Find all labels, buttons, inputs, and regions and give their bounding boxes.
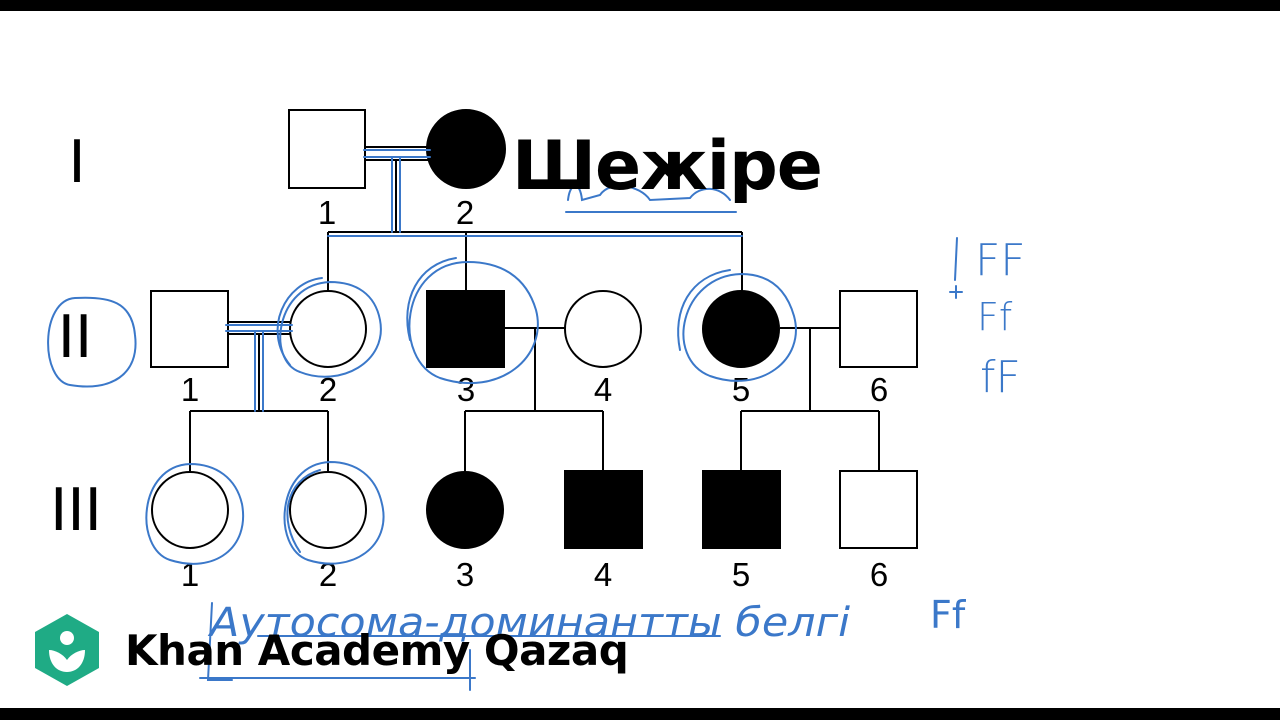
individual-I-1 <box>288 109 366 189</box>
individual-III-1 <box>151 471 229 549</box>
individual-III-5 <box>702 470 781 549</box>
label-II-2: 2 <box>319 371 337 408</box>
genotype-note-3: fF <box>980 352 1021 403</box>
individual-II-5 <box>702 290 780 368</box>
label-II-4: 4 <box>594 371 612 408</box>
label-II-5: 5 <box>732 371 750 408</box>
individual-III-4 <box>564 470 643 549</box>
genotype-note-2: Ff <box>977 295 1013 339</box>
label-I-1: 1 <box>318 194 336 231</box>
label-III-4: 4 <box>594 556 612 593</box>
individual-II-6 <box>839 290 918 368</box>
individual-III-3 <box>426 471 504 549</box>
label-III-2: 2 <box>319 556 337 593</box>
pedigree-lines <box>189 146 880 471</box>
label-III-3: 3 <box>456 556 474 593</box>
individual-II-3 <box>426 290 505 368</box>
label-II-3: 3 <box>457 371 475 408</box>
handwritten-annotations <box>47 149 963 691</box>
individual-II-4 <box>564 290 642 368</box>
individual-II-2 <box>289 290 367 368</box>
genotype-note-1: FF <box>975 235 1026 286</box>
video-title: Шежіре <box>512 127 823 206</box>
brand-watermark: Khan Academy Qazaq <box>33 612 629 688</box>
generation-label-3: III <box>50 475 102 544</box>
label-III-6: 6 <box>870 556 888 593</box>
label-II-1: 1 <box>181 371 199 408</box>
brand-name: Khan Academy Qazaq <box>125 625 629 675</box>
caption-genotype: Ff <box>930 593 967 637</box>
pedigree-chart: I II III <box>47 109 1026 691</box>
label-II-6: 6 <box>870 371 888 408</box>
individual-III-2 <box>289 471 367 549</box>
individual-III-6 <box>839 470 918 549</box>
label-III-5: 5 <box>732 556 750 593</box>
individual-I-2 <box>426 109 506 189</box>
individual-II-1 <box>150 290 229 368</box>
generation-label-2: II <box>58 302 92 371</box>
label-I-2: 2 <box>456 194 474 231</box>
handwritten-caption: Аутосома-доминантты белгі <box>207 600 850 646</box>
khan-academy-leaf-logo <box>35 614 99 686</box>
video-frame: I II III <box>0 11 1280 708</box>
label-III-1: 1 <box>181 556 199 593</box>
generation-label-1: I <box>68 127 85 196</box>
